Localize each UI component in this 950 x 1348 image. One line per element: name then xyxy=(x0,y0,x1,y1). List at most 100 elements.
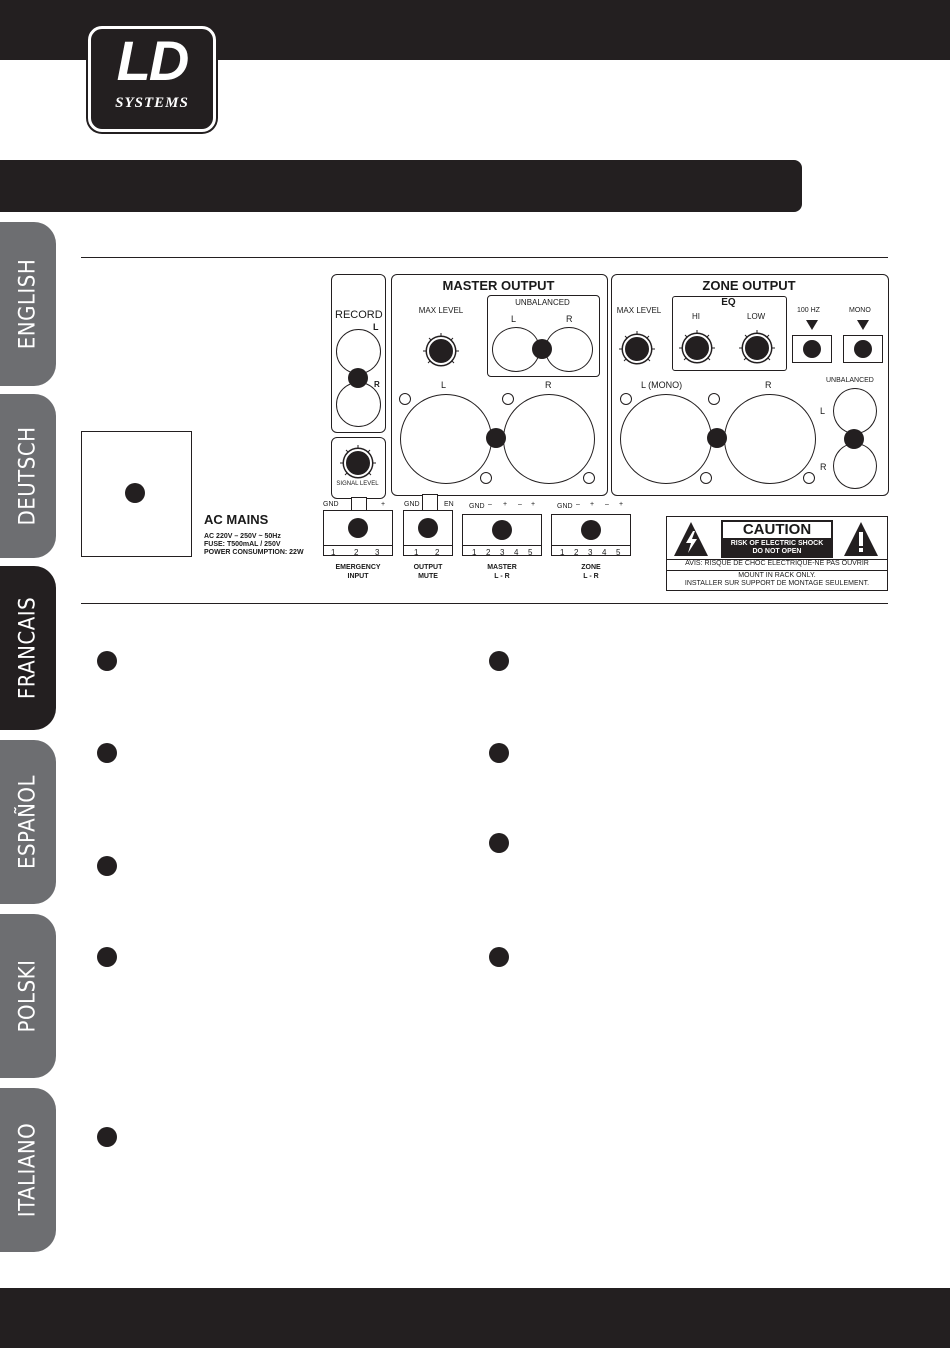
zone-unb-r-label: R xyxy=(820,462,827,472)
tab-deutsch[interactable]: DEUTSCH xyxy=(0,394,56,558)
caution-divider xyxy=(667,559,887,560)
zone-100hz-arrow-icon xyxy=(806,320,818,330)
master-term-pin-5: 5 xyxy=(528,548,533,557)
mute-top-en: EN xyxy=(444,501,454,508)
section-header-bar xyxy=(0,160,802,212)
master-unbalanced-label: UNBALANCED xyxy=(515,298,570,307)
zone-mono-arrow-icon xyxy=(857,320,869,330)
ac-mains-line2: FUSE: T500mAL / 250V xyxy=(204,541,281,548)
master-term-top-plus2: + xyxy=(531,501,536,508)
switch-button-dot xyxy=(803,340,821,358)
master-unb-r-jack[interactable] xyxy=(545,327,593,372)
mute-pins xyxy=(403,546,453,556)
zone-eq-label: EQ xyxy=(721,297,736,308)
zone-term-pin-2: 2 xyxy=(574,548,579,557)
zone-100hz-label: 100 HZ xyxy=(797,307,820,314)
zone-mono-label: MONO xyxy=(849,307,871,314)
tab-polski[interactable]: POLSKI xyxy=(0,914,56,1078)
zone-term-top-plus2: + xyxy=(619,501,624,508)
master-xlr-l-label: L xyxy=(441,380,447,390)
master-unbalanced-box xyxy=(487,295,600,377)
list-bullet xyxy=(489,947,509,967)
zone-eq-low-label: LOW xyxy=(747,312,766,321)
master-term-top-gnd: GND xyxy=(469,503,485,510)
emergency-pin-1: 1 xyxy=(331,548,336,557)
list-bullet xyxy=(489,651,509,671)
caution-risk-2: DO NOT OPEN xyxy=(752,548,802,555)
zone-xlr-l-connector[interactable] xyxy=(620,394,712,484)
tab-espanol[interactable]: ESPAÑOL xyxy=(0,740,56,904)
zone-xlr-r-connector[interactable] xyxy=(724,394,816,484)
zone-screw xyxy=(620,393,632,405)
emergency-pin-3: 3 xyxy=(375,548,380,557)
master-lr-terminal[interactable] xyxy=(462,514,542,546)
tab-deutsch-label: DEUTSCH xyxy=(15,426,41,526)
zone-xlr-r-label: R xyxy=(765,380,772,390)
master-xlr-l-connector[interactable] xyxy=(400,394,492,484)
master-xlr-r-connector[interactable] xyxy=(503,394,595,484)
emergency-pin-2: 2 xyxy=(354,548,359,557)
caution-mount-1: MOUNT IN RACK ONLY. xyxy=(738,572,816,579)
master-screw xyxy=(480,472,492,484)
zone-max-level-knob[interactable] xyxy=(623,335,651,363)
mute-pin-1: 1 xyxy=(414,548,419,557)
tab-francais[interactable]: FRANCAIS xyxy=(0,566,56,730)
tab-polski-label: POLSKI xyxy=(15,959,41,1033)
zone-term-pin-4: 4 xyxy=(602,548,607,557)
zone-screw xyxy=(708,393,720,405)
master-term-pin-1: 1 xyxy=(472,548,477,557)
zone-eq-hi-knob[interactable] xyxy=(683,334,711,362)
tab-espanol-label: ESPAÑOL xyxy=(15,774,41,870)
caution-title: CAUTION xyxy=(742,521,812,538)
zone-xlr-l-label: L (MONO) xyxy=(641,380,683,390)
caution-title-bg xyxy=(723,522,831,538)
record-r-jack[interactable] xyxy=(336,382,381,427)
zone-lr-terminal[interactable] xyxy=(551,514,631,546)
tab-francais-label: FRANCAIS xyxy=(15,596,41,700)
master-screw xyxy=(583,472,595,484)
master-term-pin-2: 2 xyxy=(486,548,491,557)
zone-unbalanced-label: UNBALANCED xyxy=(826,377,874,384)
list-bullet xyxy=(97,947,117,967)
electric-shock-warning-icon xyxy=(674,522,708,556)
master-term-pin-4: 4 xyxy=(514,548,519,557)
zone-term-label-2: L - R xyxy=(583,573,599,580)
master-unb-l-label: L xyxy=(511,314,517,324)
zone-100hz-switch[interactable] xyxy=(792,335,832,363)
emergency-label-1: EMERGENCY xyxy=(335,564,381,571)
ld-systems-logo: LD SYSTEMS xyxy=(88,26,216,132)
zone-eq-low-knob[interactable] xyxy=(743,334,771,362)
switch-button-dot xyxy=(854,340,872,358)
mute-pin-2: 2 xyxy=(435,548,440,557)
zone-unb-r-jack[interactable] xyxy=(833,443,877,489)
output-mute-terminal[interactable] xyxy=(403,510,453,546)
caution-title-block: CAUTION RISK OF ELECTRIC SHOCK DO NOT OP… xyxy=(721,520,833,558)
record-l-label: L xyxy=(373,322,379,332)
tab-italiano[interactable]: ITALIANO xyxy=(0,1088,56,1252)
caution-avis: AVIS: RISQUE DE CHOC ELECTRIQUE-NE PAS O… xyxy=(685,560,869,567)
list-bullet xyxy=(97,1127,117,1147)
power-socket xyxy=(81,431,192,557)
emergency-tab xyxy=(351,497,367,511)
master-screw xyxy=(399,393,411,405)
master-output-title: MASTER OUTPUT xyxy=(442,278,555,293)
zone-unb-l-jack[interactable] xyxy=(833,388,877,434)
ac-mains-line3: POWER CONSUMPTION: 22W xyxy=(204,549,304,556)
signal-level-knob[interactable] xyxy=(344,449,372,477)
logo-main-text: LD xyxy=(116,29,190,92)
tab-english[interactable]: ENGLISH xyxy=(0,222,56,386)
master-term-top-plus1: + xyxy=(503,501,508,508)
callout-marker xyxy=(707,428,727,448)
emergency-input-terminal[interactable] xyxy=(323,510,393,546)
master-max-level-knob[interactable] xyxy=(427,337,455,365)
zone-term-pin-3: 3 xyxy=(588,548,593,557)
callout-marker xyxy=(532,339,552,359)
master-screw xyxy=(502,393,514,405)
zone-mono-switch[interactable] xyxy=(843,335,883,363)
zone-max-level-label: MAX LEVEL xyxy=(616,306,662,315)
mute-top-gnd: GND xyxy=(404,501,420,508)
callout-marker xyxy=(581,520,601,540)
caution-divider xyxy=(667,570,887,571)
zone-output-title: ZONE OUTPUT xyxy=(702,278,796,293)
callout-marker xyxy=(348,518,368,538)
